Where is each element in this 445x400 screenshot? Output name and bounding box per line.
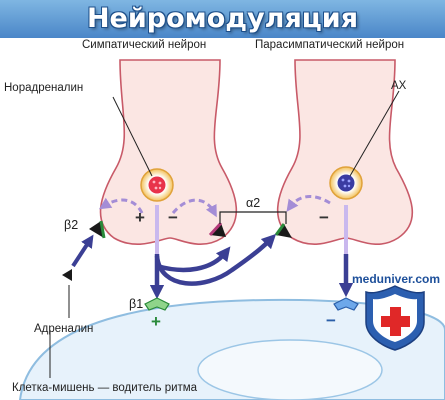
target-cell-label: Клетка-мишень — водитель ритма (12, 382, 198, 394)
ach-label: АХ (391, 80, 407, 92)
meduniver-watermark: meduniver.com (352, 272, 441, 286)
cell-plus-sign: + (151, 312, 161, 331)
symp-minus-sign: − (168, 208, 178, 227)
sympathetic-neuron-label: Симпатический нейрон (82, 39, 207, 51)
beta1-label: β1 (129, 297, 144, 311)
adrenaline-to-beta2-arrow (71, 234, 94, 268)
para-alpha2-receptor (276, 224, 292, 238)
ach-leader-line (349, 90, 400, 177)
noradrenaline-to-alpha2-arrow (154, 233, 277, 286)
para-minus-sign: − (319, 208, 329, 227)
muscarinic-receptor (333, 297, 359, 311)
noradrenaline-leader-line (112, 96, 153, 177)
para-alpha2-feedback-arrow (286, 195, 331, 212)
adrenaline-molecule (62, 269, 72, 281)
symp-alpha2-receptor-rim (208, 221, 223, 237)
symp-alpha2-feedback-arrow (171, 198, 217, 218)
beta2-receptor-rim (99, 220, 106, 239)
alpha2-loop-arrow (156, 246, 231, 273)
title-banner: Нейромодуляция (0, 0, 445, 38)
page-title: Нейромодуляция (86, 3, 359, 34)
sympathetic-neuron-terminal (99, 59, 238, 245)
alpha2-bracket (219, 211, 287, 224)
noradrenaline-vesicle (140, 168, 174, 202)
alpha2-label: α2 (246, 196, 261, 210)
noradrenaline-label: Норадреналин (4, 82, 84, 94)
beta2-label: β2 (64, 218, 79, 232)
para-alpha2-receptor-rim (274, 223, 286, 236)
target-cell-nucleus (197, 339, 383, 400)
symp-plus-sign: + (135, 208, 145, 227)
meduniver-shield-logo (365, 285, 425, 351)
acetylcholine-vesicle (329, 166, 363, 200)
adrenaline-label: Адреналин (34, 323, 94, 335)
symp-beta2-feedback-arrow (98, 197, 144, 214)
parasympathetic-neuron-label: Парасимпатический нейрон (255, 39, 405, 51)
beta1-receptor (144, 297, 170, 311)
symp-alpha2-receptor (210, 223, 226, 237)
cell-minus-sign: − (326, 311, 336, 330)
